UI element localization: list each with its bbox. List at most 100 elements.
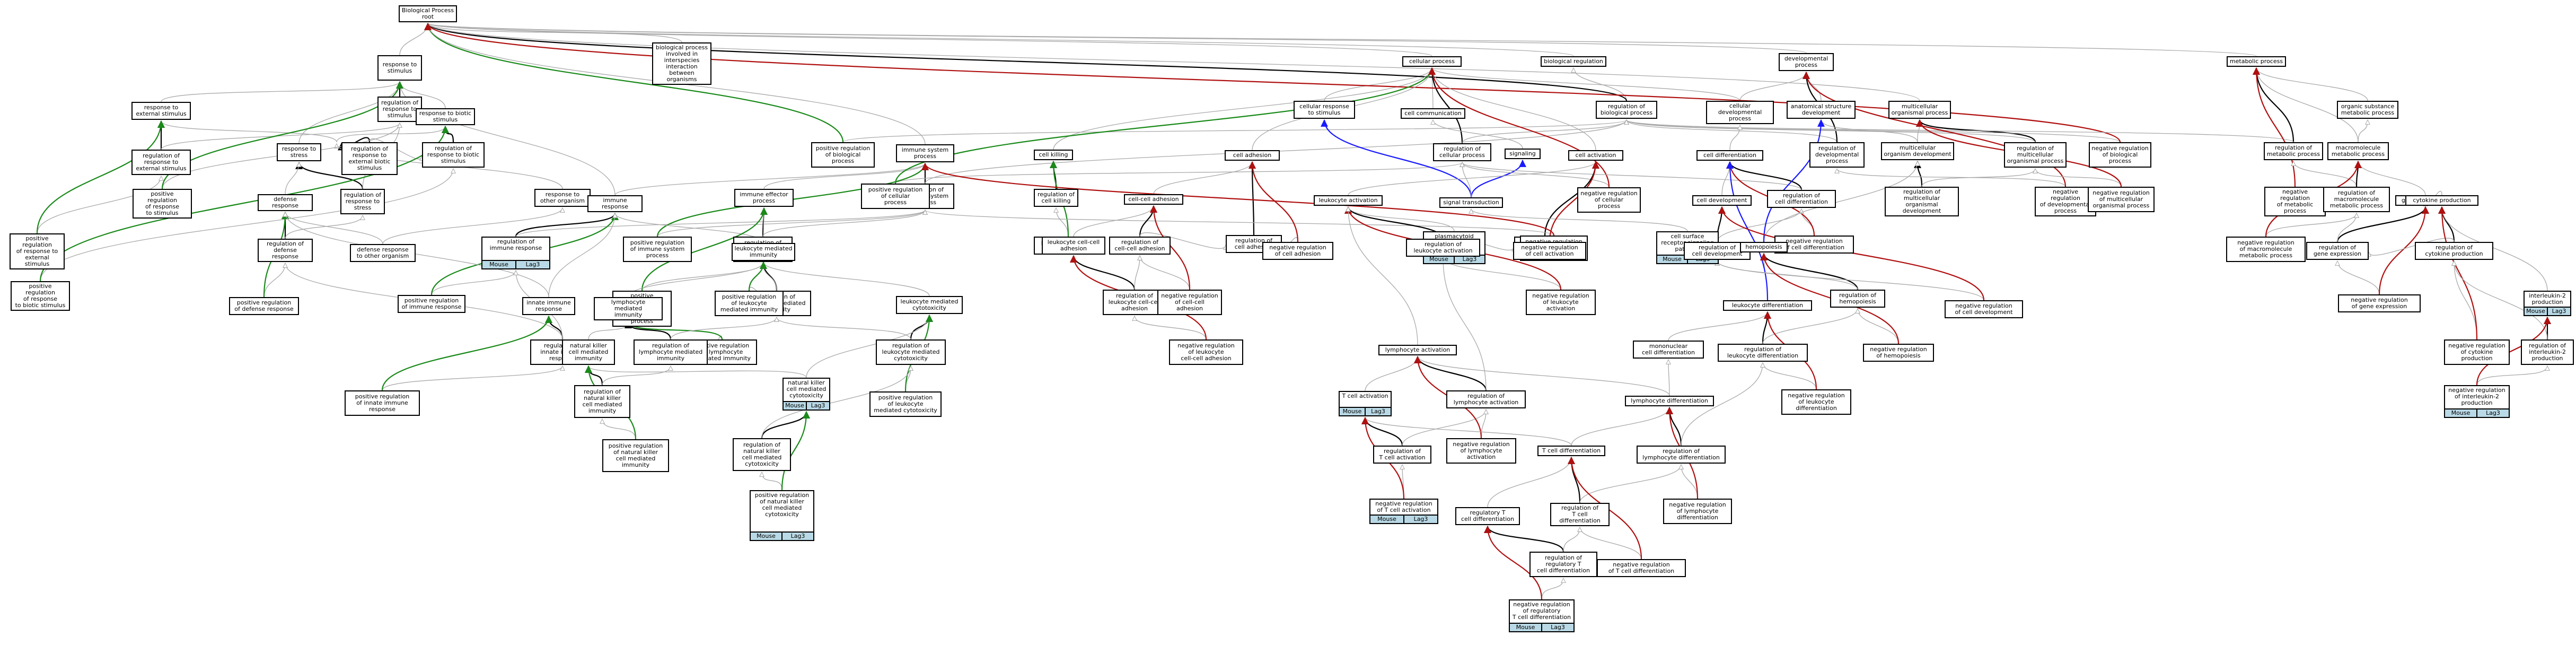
go-term-node[interactable]: regulation of natural killer cell mediat… bbox=[733, 438, 791, 471]
go-term-node[interactable]: positive regulation of leukocyte mediate… bbox=[715, 291, 784, 316]
go-term-node[interactable]: negative regulation of cellular process bbox=[1577, 187, 1641, 213]
go-term-node[interactable]: negative regulation of cell differentiat… bbox=[1774, 236, 1854, 254]
go-term-node[interactable]: negative regulation of hemopoiesis bbox=[1863, 344, 1934, 362]
gene-tag[interactable]: Lag3 bbox=[806, 402, 829, 409]
gene-tag[interactable]: Lag3 bbox=[1454, 256, 1484, 263]
gene-tag[interactable]: Lag3 bbox=[1541, 624, 1573, 631]
go-term-node[interactable]: cell killing bbox=[1034, 150, 1073, 160]
go-term-node[interactable]: cell communication bbox=[1401, 108, 1465, 119]
go-term-node[interactable]: developmental process bbox=[1779, 53, 1834, 71]
go-term-node[interactable]: regulation of cell development bbox=[1684, 242, 1751, 260]
go-term-node[interactable]: natural killer cell mediated immunity bbox=[562, 339, 615, 365]
go-term-node[interactable]: cellular developmental process bbox=[1706, 101, 1774, 124]
go-term-node[interactable]: immune response bbox=[587, 195, 643, 212]
go-term-node[interactable]: regulation of response to external stimu… bbox=[131, 150, 191, 175]
go-term-node[interactable]: response to stress bbox=[277, 143, 321, 161]
go-term-node[interactable]: negative regulation of gene expression bbox=[2338, 294, 2421, 312]
go-term-node[interactable]: cytokine production bbox=[2405, 195, 2478, 206]
go-term-node[interactable]: regulation of leukocyte cell-cell adhesi… bbox=[1103, 290, 1166, 315]
go-term-node[interactable]: negative regulation of lymphocyte differ… bbox=[1663, 499, 1732, 524]
go-term-node[interactable]: positive regulation of immune system pro… bbox=[623, 237, 692, 262]
species-tag[interactable]: Mouse bbox=[784, 402, 806, 409]
go-term-node[interactable]: regulation of lymphocyte differentiation bbox=[1637, 446, 1726, 464]
go-term-node[interactable]: immune effector process bbox=[734, 189, 794, 207]
go-term-node[interactable]: regulation of leukocyte activation bbox=[1406, 239, 1480, 257]
species-tag[interactable]: Mouse bbox=[1370, 516, 1403, 523]
go-term-node[interactable]: regulation of defense response bbox=[258, 239, 313, 262]
go-term-node[interactable]: regulation of leukocyte differentiation bbox=[1718, 344, 1808, 362]
gene-tag[interactable]: Lag3 bbox=[781, 533, 813, 540]
go-term-node[interactable]: regulation of multicellular organismal d… bbox=[1885, 187, 1959, 216]
go-term-node[interactable]: immune system process bbox=[896, 144, 954, 162]
go-term-node[interactable]: natural killer cell mediated cytotoxicit… bbox=[783, 378, 830, 411]
go-term-node[interactable]: cell differentiation bbox=[1696, 150, 1763, 161]
go-term-node[interactable]: cellular response to stimulus bbox=[1294, 101, 1355, 119]
go-term-node[interactable]: positive regulation of response to bioti… bbox=[11, 281, 70, 311]
go-term-node[interactable]: negative regulation of leukocyte cell-ce… bbox=[1169, 339, 1243, 365]
go-term-node[interactable]: positive regulation of innate immune res… bbox=[345, 390, 420, 416]
go-term-node[interactable]: regulation of natural killer cell mediat… bbox=[574, 385, 630, 418]
go-term-node[interactable]: negative regulation of macromolecule met… bbox=[2226, 237, 2306, 262]
go-term-node[interactable]: defense response to other organism bbox=[350, 244, 416, 262]
go-term-node[interactable]: regulation of response to biotic stimulu… bbox=[422, 142, 485, 168]
species-tag[interactable]: Mouse bbox=[2525, 308, 2547, 315]
go-term-node[interactable]: hemopoiesis bbox=[1740, 242, 1788, 252]
go-term-node[interactable]: cell-cell adhesion bbox=[1124, 194, 1183, 205]
go-term-node[interactable]: multicellular organismal process bbox=[1888, 101, 1951, 119]
go-term-node[interactable]: positive regulation of immune response bbox=[398, 295, 465, 313]
go-term-node[interactable]: macromolecule metabolic process bbox=[2327, 142, 2389, 160]
go-term-node[interactable]: leukocyte activation bbox=[1314, 195, 1383, 206]
go-term-node[interactable]: positive regulation of response to exter… bbox=[10, 233, 65, 269]
go-term-node[interactable]: cell adhesion bbox=[1225, 150, 1280, 161]
go-term-node[interactable]: response to external stimulus bbox=[131, 102, 191, 120]
go-term-node[interactable]: negative regulation of metabolic process bbox=[2264, 187, 2326, 216]
go-term-node[interactable]: negative regulation of developmental pro… bbox=[2035, 187, 2096, 216]
go-term-node[interactable]: cell development bbox=[1692, 195, 1752, 206]
go-term-node[interactable]: negative regulation of cell activation bbox=[1513, 242, 1586, 260]
go-term-node[interactable]: lymphocyte activation bbox=[1378, 345, 1457, 355]
go-term-node[interactable]: regulation of T cell activation bbox=[1373, 446, 1431, 464]
go-term-node[interactable]: regulation of response to stimulus bbox=[377, 97, 422, 122]
go-term-node[interactable]: negative regulation of multicellular org… bbox=[2088, 187, 2155, 212]
go-term-node[interactable]: regulation of biological process bbox=[1596, 101, 1657, 119]
go-term-node[interactable]: metabolic process bbox=[2227, 56, 2286, 67]
species-tag[interactable]: Mouse bbox=[1340, 408, 1365, 415]
species-tag[interactable]: Mouse bbox=[1510, 624, 1541, 631]
go-term-node[interactable]: regulation of hemopoiesis bbox=[1830, 290, 1885, 308]
go-term-node[interactable]: negative regulation of T cell differenti… bbox=[1597, 559, 1686, 577]
go-term-node[interactable]: Biological Process root bbox=[399, 5, 457, 22]
species-tag[interactable]: Mouse bbox=[751, 533, 781, 540]
go-term-node[interactable]: positive regulation of natural killer ce… bbox=[750, 490, 814, 541]
go-term-node[interactable]: regulatory T cell differentiation bbox=[1455, 507, 1520, 525]
go-term-node[interactable]: regulation of cellular process bbox=[1433, 143, 1491, 161]
go-term-node[interactable]: cell activation bbox=[1568, 150, 1623, 161]
go-term-node[interactable]: regulation of regulatory T cell differen… bbox=[1529, 552, 1597, 577]
go-term-node[interactable]: leukocyte cell-cell adhesion bbox=[1042, 237, 1105, 255]
go-term-node[interactable]: leukocyte mediated cytotoxicity bbox=[896, 296, 963, 314]
go-term-node[interactable]: regulation of leukocyte mediated cytotox… bbox=[876, 339, 946, 365]
species-tag[interactable]: Mouse bbox=[1657, 256, 1687, 263]
go-term-node[interactable]: mononuclear cell differentiation bbox=[1633, 341, 1704, 359]
go-term-node[interactable]: cellular process bbox=[1402, 56, 1462, 67]
go-term-node[interactable]: negative regulation of biological proces… bbox=[2089, 142, 2151, 168]
go-term-node[interactable]: signaling bbox=[1505, 149, 1541, 159]
go-term-node[interactable]: leukocyte differentiation bbox=[1723, 300, 1812, 311]
go-term-node[interactable]: regulation of metabolic process bbox=[2264, 142, 2323, 160]
go-term-node[interactable]: regulation of developmental process bbox=[1809, 142, 1865, 168]
go-term-node[interactable]: negative regulation of cytokine producti… bbox=[2444, 339, 2510, 365]
species-tag[interactable]: Mouse bbox=[482, 261, 515, 268]
species-tag[interactable]: Mouse bbox=[2445, 409, 2476, 417]
go-term-node[interactable]: regulation of cell-cell adhesion bbox=[1109, 237, 1171, 255]
go-term-node[interactable]: regulation of multicellular organismal p… bbox=[2004, 142, 2067, 168]
go-term-node[interactable]: negative regulation of interleukin-2 pro… bbox=[2444, 385, 2510, 418]
go-term-node[interactable]: biological regulation bbox=[1541, 56, 1606, 67]
gene-tag[interactable]: Lag3 bbox=[1403, 516, 1437, 523]
go-term-node[interactable]: response to stimulus bbox=[377, 55, 422, 81]
go-term-node[interactable]: regulation of cell killing bbox=[1034, 189, 1078, 207]
go-term-node[interactable]: regulation of lymphocyte activation bbox=[1446, 390, 1526, 408]
go-term-node[interactable]: T cell differentiation bbox=[1537, 446, 1605, 456]
go-term-node[interactable]: negative regulation of leukocyte activat… bbox=[1526, 290, 1596, 315]
go-term-node[interactable]: regulation of response to external bioti… bbox=[341, 142, 398, 175]
